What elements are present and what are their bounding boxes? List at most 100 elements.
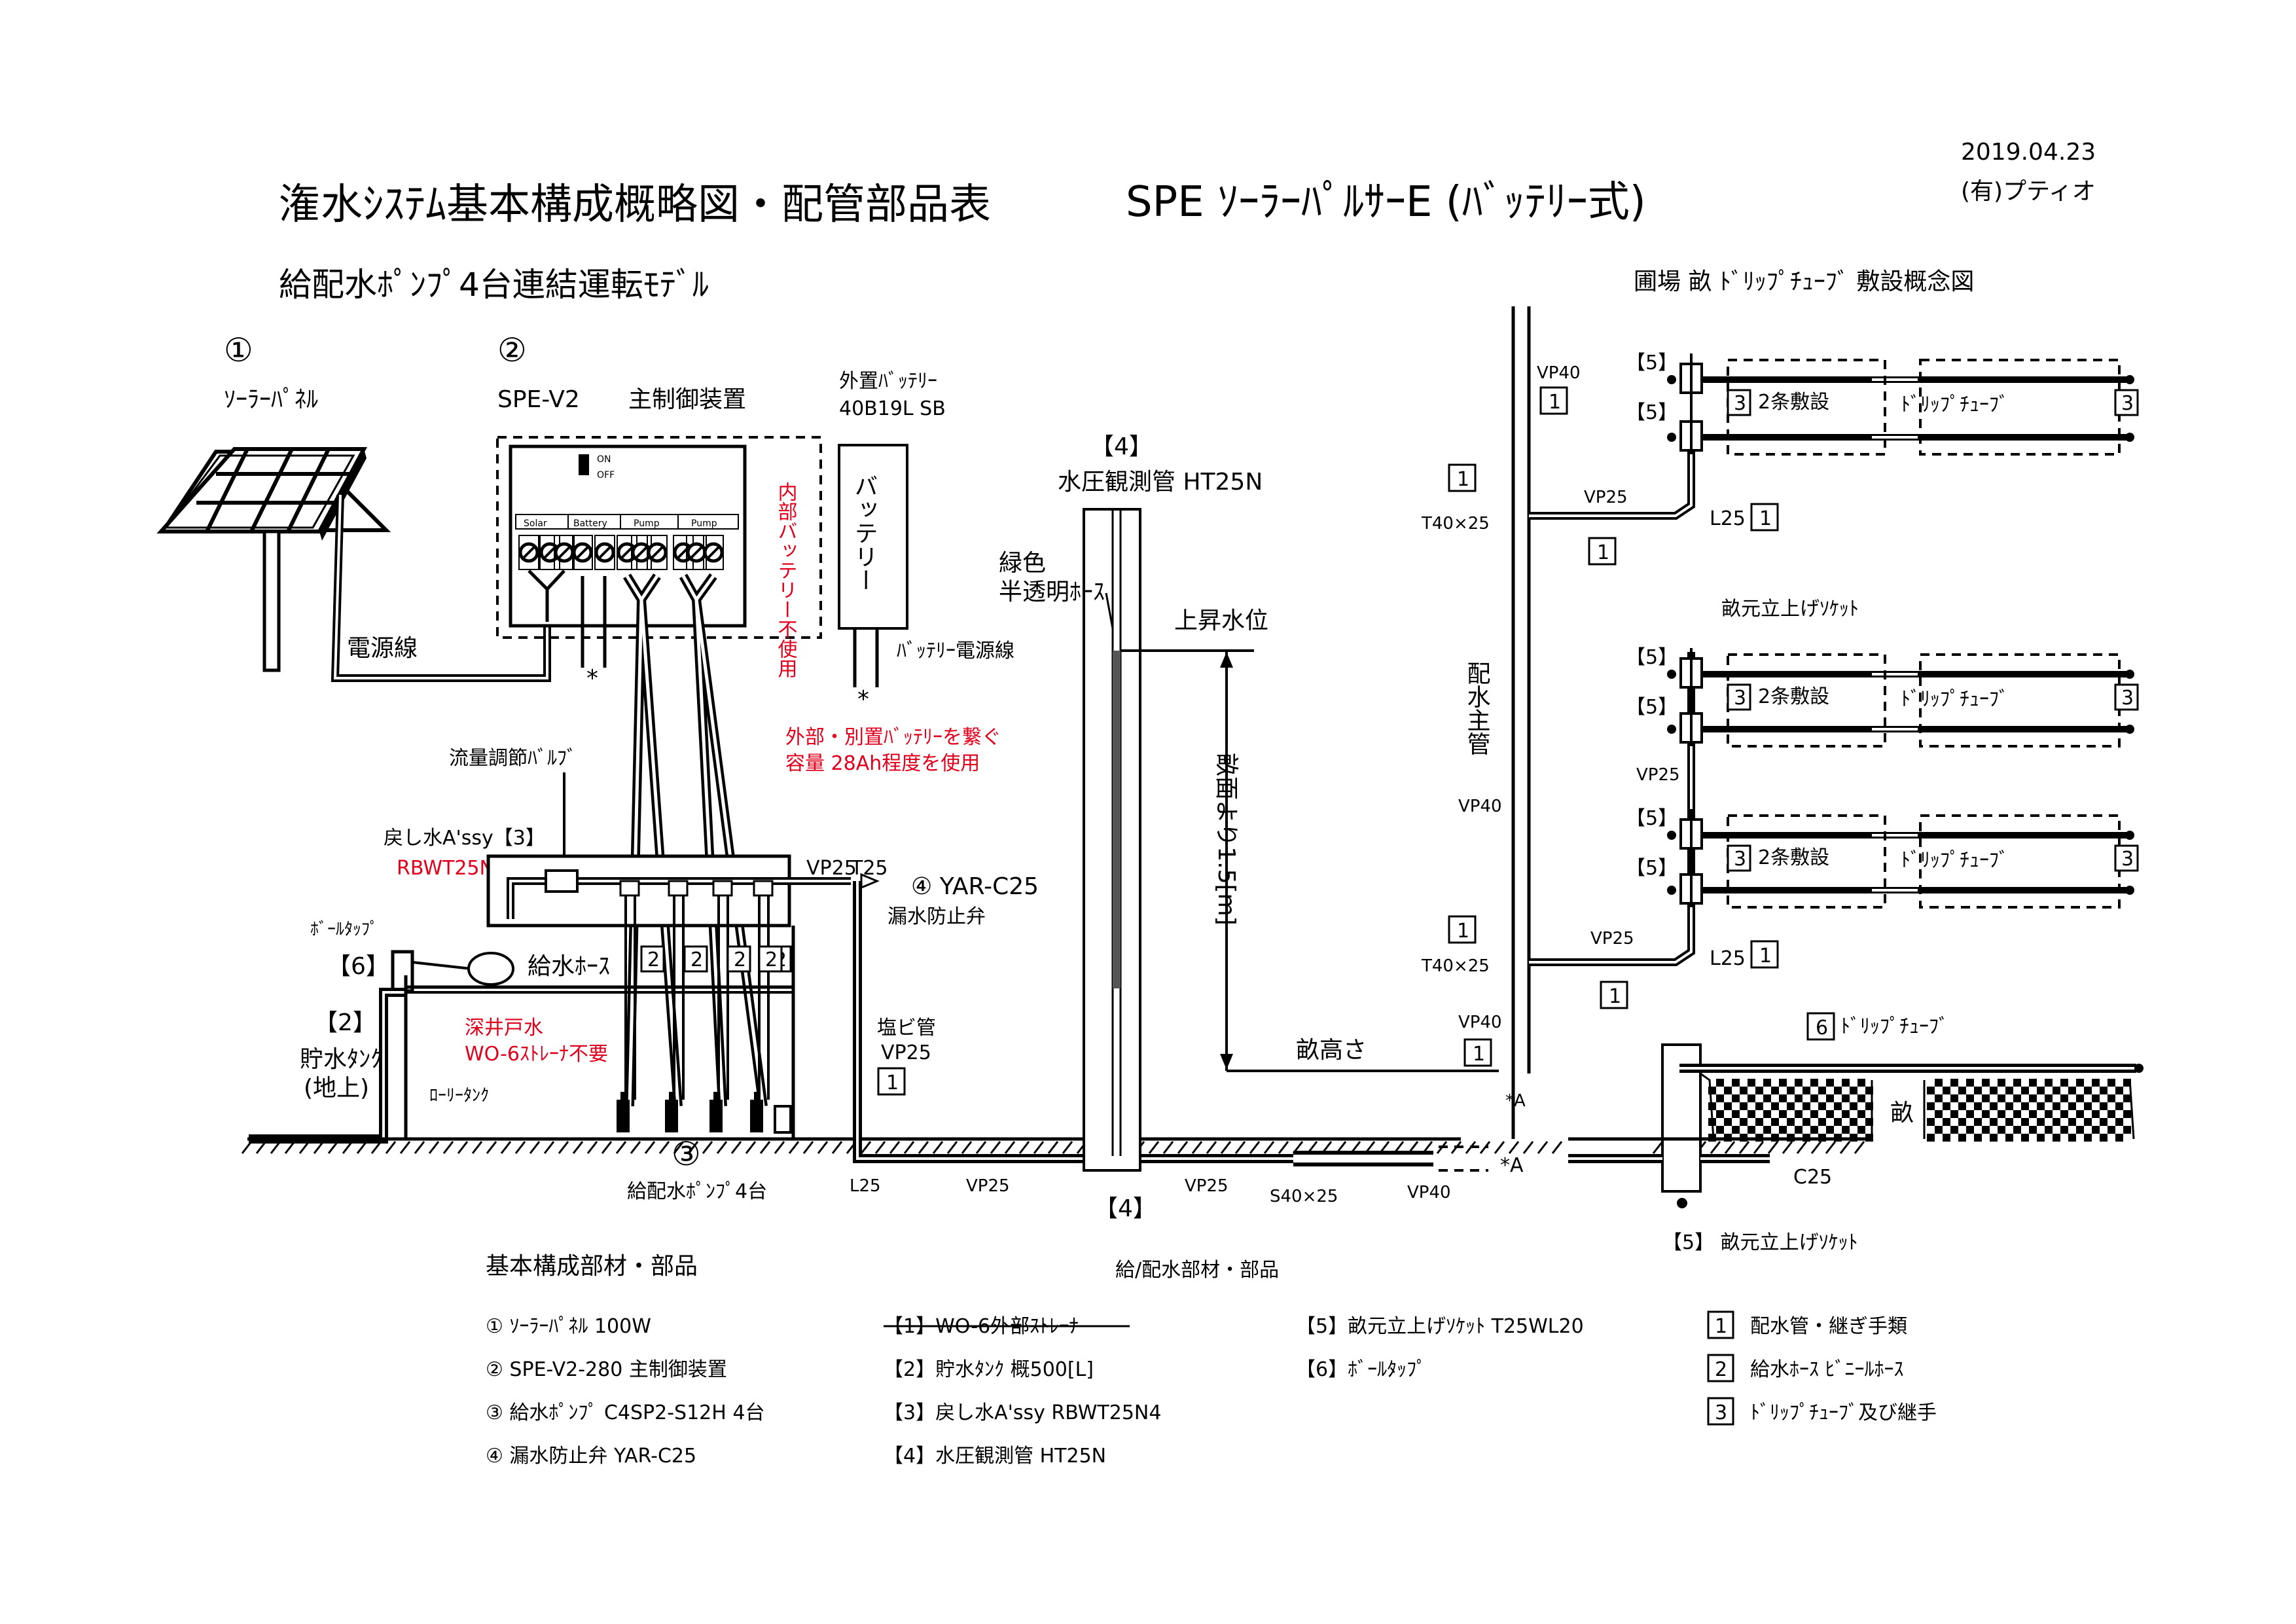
solar-cable-label: 電源線 xyxy=(347,635,418,662)
parts-item: ﾄﾞﾘｯﾌﾟﾁｭｰﾌﾞ及び継手 xyxy=(1750,1401,1937,1424)
tank-ground-label: (地上) xyxy=(304,1075,369,1102)
parts-title-basic: 基本構成部材・部品 xyxy=(486,1253,698,1280)
parts-title-supply: 給/配水部材・部品 xyxy=(1115,1259,1279,1282)
ball-tap-icon xyxy=(391,950,414,993)
elbow-l25-label: L25 xyxy=(850,1176,881,1196)
socket-number: 【5】 xyxy=(1626,352,1677,374)
parts-item: ① ｿｰﾗｰﾊﾟﾈﾙ 100W xyxy=(486,1315,651,1338)
parts-item: 配水管・継ぎ手類 xyxy=(1750,1315,1907,1338)
drip-section-title: ﾄﾞﾘｯﾌﾟﾁｭｰﾌﾞ xyxy=(1840,1015,1948,1038)
branch1-vp25: VP25 xyxy=(1584,488,1628,507)
socket-number: 【5】 xyxy=(1626,807,1677,830)
power-switch[interactable] xyxy=(579,454,589,475)
elbow2-label: L25 xyxy=(1710,947,1746,970)
tank-number: 【2】 xyxy=(314,1009,376,1036)
battery-header: 外置ﾊﾞｯﾃﾘｰ xyxy=(839,370,937,393)
pvc-size: VP25 xyxy=(881,1041,931,1064)
parts-item: ④ 漏水防止弁 YAR-C25 xyxy=(486,1445,696,1468)
page-title: 潅水ｼｽﾃﾑ基本構成概略図・配管部品表 xyxy=(279,181,991,229)
pipe-vp40-label: VP40 xyxy=(1407,1183,1451,1202)
hose-marker-text: 2 xyxy=(734,948,746,971)
two-lines-label: 2条敷設 xyxy=(1758,685,1829,708)
pump-icon xyxy=(617,1100,630,1132)
flow-valve[interactable] xyxy=(545,869,579,893)
elbow1-box: 1 xyxy=(1759,507,1772,530)
height-label: 畝面より1.5[m] xyxy=(1213,753,1240,926)
hose-marker: 2 xyxy=(726,945,751,973)
parts-box-number: 1 xyxy=(1715,1315,1727,1338)
solar-panel-icon xyxy=(156,447,391,672)
two-lines-label: 2条敷設 xyxy=(1758,391,1829,414)
terminal-battery: Battery xyxy=(573,518,607,529)
switch-on-label: ON xyxy=(597,454,611,465)
drip-row-box: 3 xyxy=(1734,392,1746,415)
parts-item: ③ 給水ﾎﾟﾝﾌﾟ C4SP2-S12H 4台 xyxy=(486,1401,764,1424)
break-mark-a: *A xyxy=(1500,1154,1524,1177)
leak-valve-label: 漏水防止弁 xyxy=(888,905,986,928)
external-battery xyxy=(838,444,908,630)
date-text: 2019.04.23 xyxy=(1961,139,2096,166)
gauge-number: 【4】 xyxy=(1090,433,1153,460)
pvc-mark: 1 xyxy=(886,1072,899,1094)
pump-label: 給配水ﾎﾟﾝﾌﾟ4台 xyxy=(627,1180,767,1203)
battery-body-label: バッテリー xyxy=(851,474,878,592)
solar-label: ｿｰﾗｰﾊﾟﾈﾙ xyxy=(224,386,318,413)
field-break-mark: *A xyxy=(1505,1091,1526,1111)
tank-label: 貯水ﾀﾝｸ xyxy=(300,1046,382,1073)
branch2-vp25: VP25 xyxy=(1590,929,1634,948)
gauge-hose-color: 緑色 xyxy=(999,550,1046,577)
drip-tube-label: ﾄﾞﾘｯﾌﾟﾁｭｰﾌﾞ xyxy=(1901,688,2009,711)
pipe-vp25-b: VP25 xyxy=(966,1176,1010,1196)
drip-row-box-right: 3 xyxy=(2121,848,2134,871)
main-vp40-bottom: VP40 xyxy=(1458,1013,1502,1032)
pipe-t25-label: T25 xyxy=(850,857,888,880)
drip-row-box: 3 xyxy=(1734,687,1746,710)
pump-icon xyxy=(750,1100,763,1132)
parts-item: 【2】貯水ﾀﾝｸ 概500[L] xyxy=(884,1358,1094,1381)
strainer-note: WO-6ｽﾄﾚｰﾅ不要 xyxy=(465,1043,608,1066)
pump-icon xyxy=(709,1100,723,1132)
hose-marker-text: 2 xyxy=(691,948,703,971)
pipe-vp25-c: VP25 xyxy=(1185,1176,1229,1196)
solar-number: ① xyxy=(224,331,253,369)
product-title: SPE ｿｰﾗｰﾊﾟﾙｻｰE (ﾊﾞｯﾃﾘｰ式) xyxy=(1126,178,1646,226)
main-box1-top: 1 xyxy=(1549,391,1561,414)
battery-note-2: 容量 28Ah程度を使用 xyxy=(785,752,980,775)
parts-box-number: 2 xyxy=(1715,1358,1727,1381)
drip-row-box: 3 xyxy=(1734,848,1746,871)
two-lines-label: 2条敷設 xyxy=(1758,846,1829,869)
gauge-label: 水圧観測管 HT25N xyxy=(1058,469,1263,496)
ridge-height-label: 畝高さ xyxy=(1296,1037,1367,1064)
branch1-box: 1 xyxy=(1597,541,1609,564)
parts-box-number: 3 xyxy=(1715,1401,1727,1424)
parts-item: 【3】戻し水A'ssy RBWT25N4 xyxy=(884,1401,1161,1424)
socket-s40-label: S40×25 xyxy=(1270,1187,1338,1206)
elbow2-box: 1 xyxy=(1759,945,1772,967)
well-water-label: 深井戸水 xyxy=(465,1017,543,1039)
controller-label: 主制御装置 xyxy=(628,386,746,413)
main-pipe-label: 配水主管 xyxy=(1463,661,1490,755)
terminal-block: Solar Battery Pump Pump xyxy=(515,514,739,570)
main-vp40-mid: VP40 xyxy=(1458,797,1502,816)
main-box1-bottom: 1 xyxy=(1473,1043,1485,1066)
pump-number: ③ xyxy=(672,1135,701,1173)
controller-asterisk: * xyxy=(586,665,598,692)
socket-number: 【5】 xyxy=(1626,696,1677,719)
leak-valve-model: ④ YAR-C25 xyxy=(911,873,1039,900)
pumps xyxy=(617,1092,792,1134)
drip-tube-label: ﾄﾞﾘｯﾌﾟﾁｭｰﾌﾞ xyxy=(1901,393,2009,416)
page-subtitle: 給配水ﾎﾟﾝﾌﾟ4台連結運転ﾓﾃﾞﾙ xyxy=(279,266,709,304)
socket-number: 【5】 xyxy=(1626,646,1677,669)
parts-item: 【4】水圧観測管 HT25N xyxy=(884,1445,1106,1468)
switch-off-label: OFF xyxy=(597,470,615,480)
hose-marker: 2 xyxy=(683,945,708,973)
parts-item: 給水ﾎｰｽ ﾋﾞﾆｰﾙﾎｰｽ xyxy=(1750,1358,1904,1381)
hose-marker: 2 xyxy=(758,945,783,973)
gauge-water-column xyxy=(1113,651,1121,988)
company-text: (有)プティオ xyxy=(1961,178,2096,205)
tee1-label: T40×25 xyxy=(1421,514,1490,533)
hose-marker: 2 xyxy=(640,945,665,973)
